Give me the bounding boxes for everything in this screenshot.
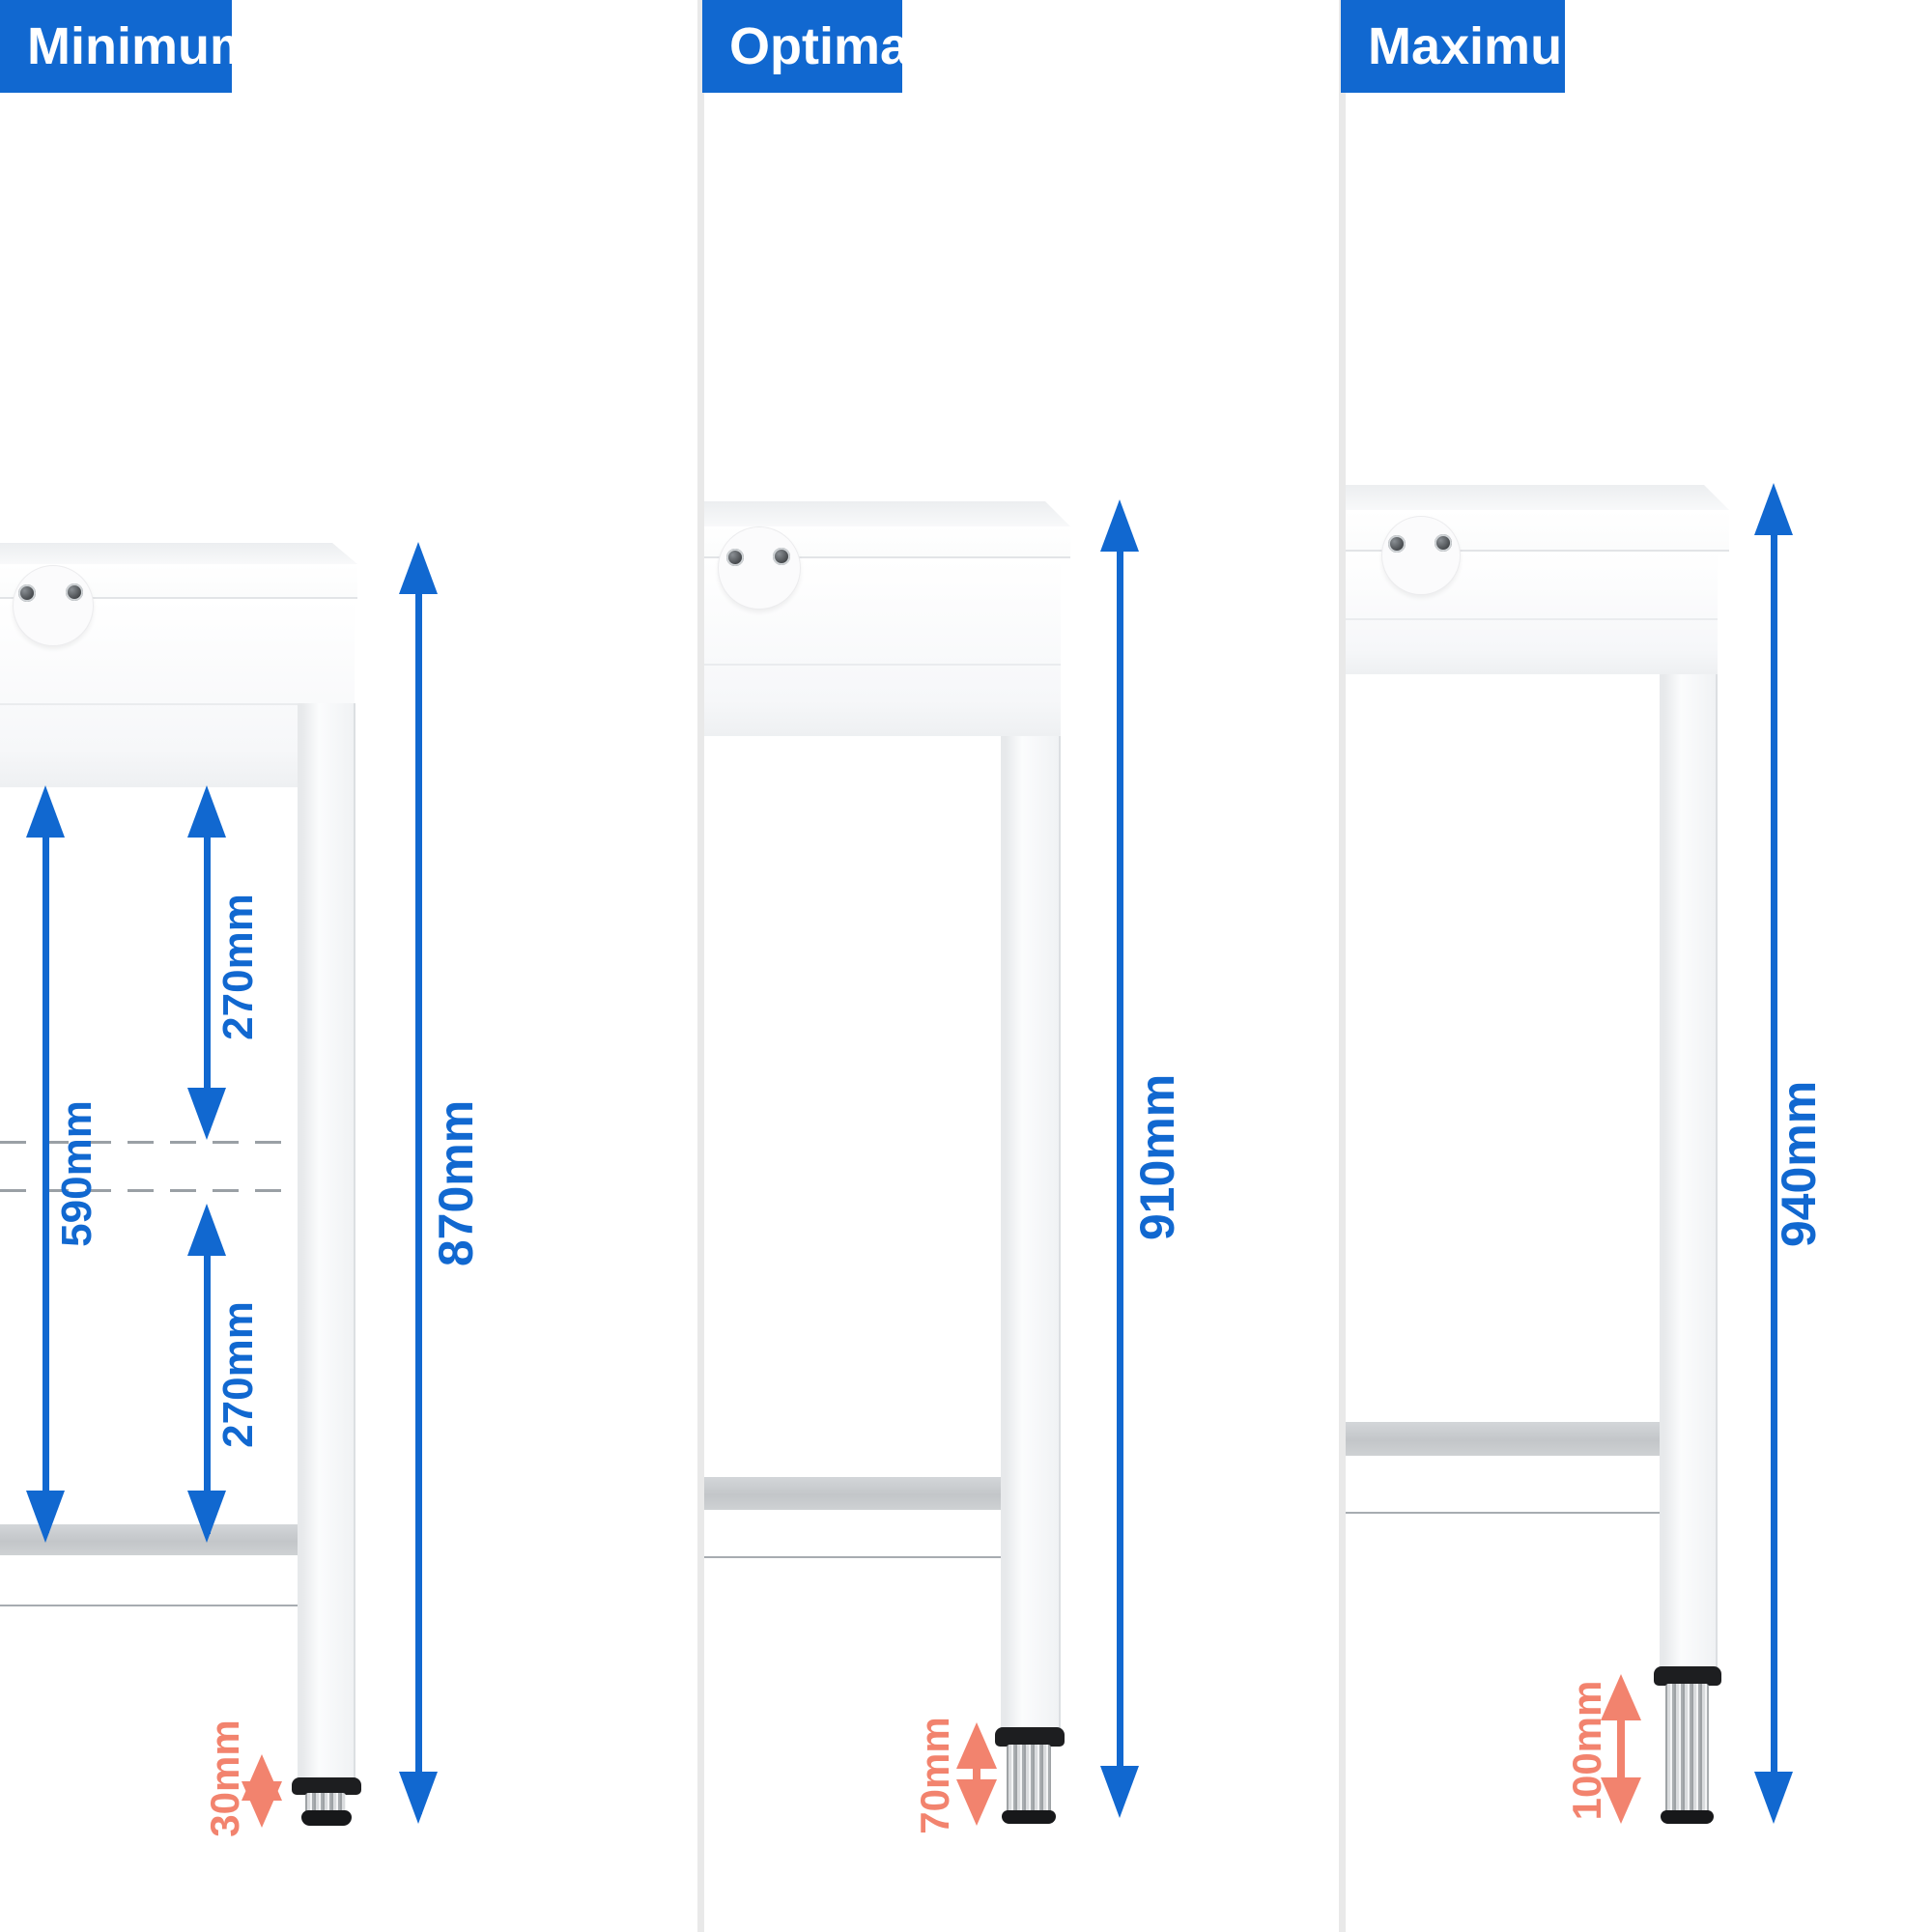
dashed-shelf-line-lower [0,1189,296,1192]
dim-270-upper-label: 270mm [214,894,262,1040]
dim-870-label: 870mm [429,1099,483,1267]
dim-270-lower-arrowhead-down [187,1491,226,1543]
dim-590-arrowhead-up [26,785,65,838]
dim-270-upper-arrowhead-down [187,1088,226,1140]
adj-100-arrowhead-down [1601,1777,1641,1824]
apron-seam [704,664,1061,666]
dim-270-lower-label: 270mm [214,1301,262,1448]
panel-maximum-header: Maximum [1341,0,1608,93]
foot-collar [292,1777,361,1795]
adj-100-arrowhead-up [1601,1674,1641,1720]
shelf-surface [704,1477,1001,1510]
adj-30-arrowhead-down [242,1781,282,1828]
dim-910-arrowhead-up [1100,499,1139,552]
adj-30-label: 30mm [202,1719,247,1837]
table-leg [1660,674,1718,1668]
tabletop-surface [704,501,1070,526]
dim-590-shaft [43,797,49,1533]
panel-optimal-header: Optimal [702,0,923,93]
foot-base [301,1810,352,1826]
foot-base [1002,1810,1056,1824]
screw [66,583,83,601]
screw [773,548,790,565]
dim-870-shaft [415,554,422,1814]
screw [1388,535,1406,553]
dim-910-shaft [1117,511,1123,1767]
panel-minimum-header: Minimum [0,0,256,93]
dim-870-arrowhead-down [399,1772,438,1824]
dim-270-upper-shaft [204,797,211,1130]
table-leg [1001,736,1061,1729]
tabletop-surface [0,543,357,564]
adj-100-label: 100mm [1564,1680,1609,1821]
screw [1435,534,1452,552]
apron-seam [0,703,355,705]
foot-collar [1654,1666,1721,1686]
column-divider-1 [697,0,704,1932]
mounting-bracket [718,526,801,610]
dim-940-shaft [1771,495,1777,1772]
screw [726,549,744,566]
dim-270-lower-shaft [204,1215,211,1534]
shelf-edge [0,1555,298,1606]
adj-70-arrowhead-up [956,1722,997,1769]
column-divider-2 [1339,0,1346,1932]
adj-100-shaft [1617,1688,1625,1810]
adjustable-foot [1665,1684,1709,1814]
dim-590-label: 590mm [53,1100,100,1247]
shelf-edge [704,1510,1001,1558]
shelf-surface [1346,1422,1660,1456]
shelf-edge [1346,1456,1660,1514]
adjustable-foot [1007,1745,1051,1814]
adj-70-label: 70mm [912,1717,957,1834]
apron-seam [1346,618,1718,620]
mounting-bracket [1381,516,1461,595]
mounting-bracket [13,565,94,646]
dim-940-arrowhead-down [1754,1772,1793,1824]
dim-940-arrowhead-up [1754,483,1793,535]
dim-270-lower-arrowhead-up [187,1204,226,1256]
dashed-shelf-line-upper [0,1141,296,1144]
dim-910-arrowhead-down [1100,1766,1139,1818]
foot-base [1661,1810,1714,1824]
dim-270-upper-arrowhead-up [187,785,226,838]
adj-70-arrowhead-down [956,1779,997,1826]
table-leg [298,703,355,1779]
dim-870-arrowhead-up [399,542,438,594]
dim-910-label: 910mm [1130,1073,1184,1241]
dim-940-label: 940mm [1772,1080,1826,1248]
tabletop-surface [1346,485,1729,510]
screw [18,584,36,602]
dim-590-arrowhead-down [26,1491,65,1543]
foot-collar [995,1727,1065,1747]
